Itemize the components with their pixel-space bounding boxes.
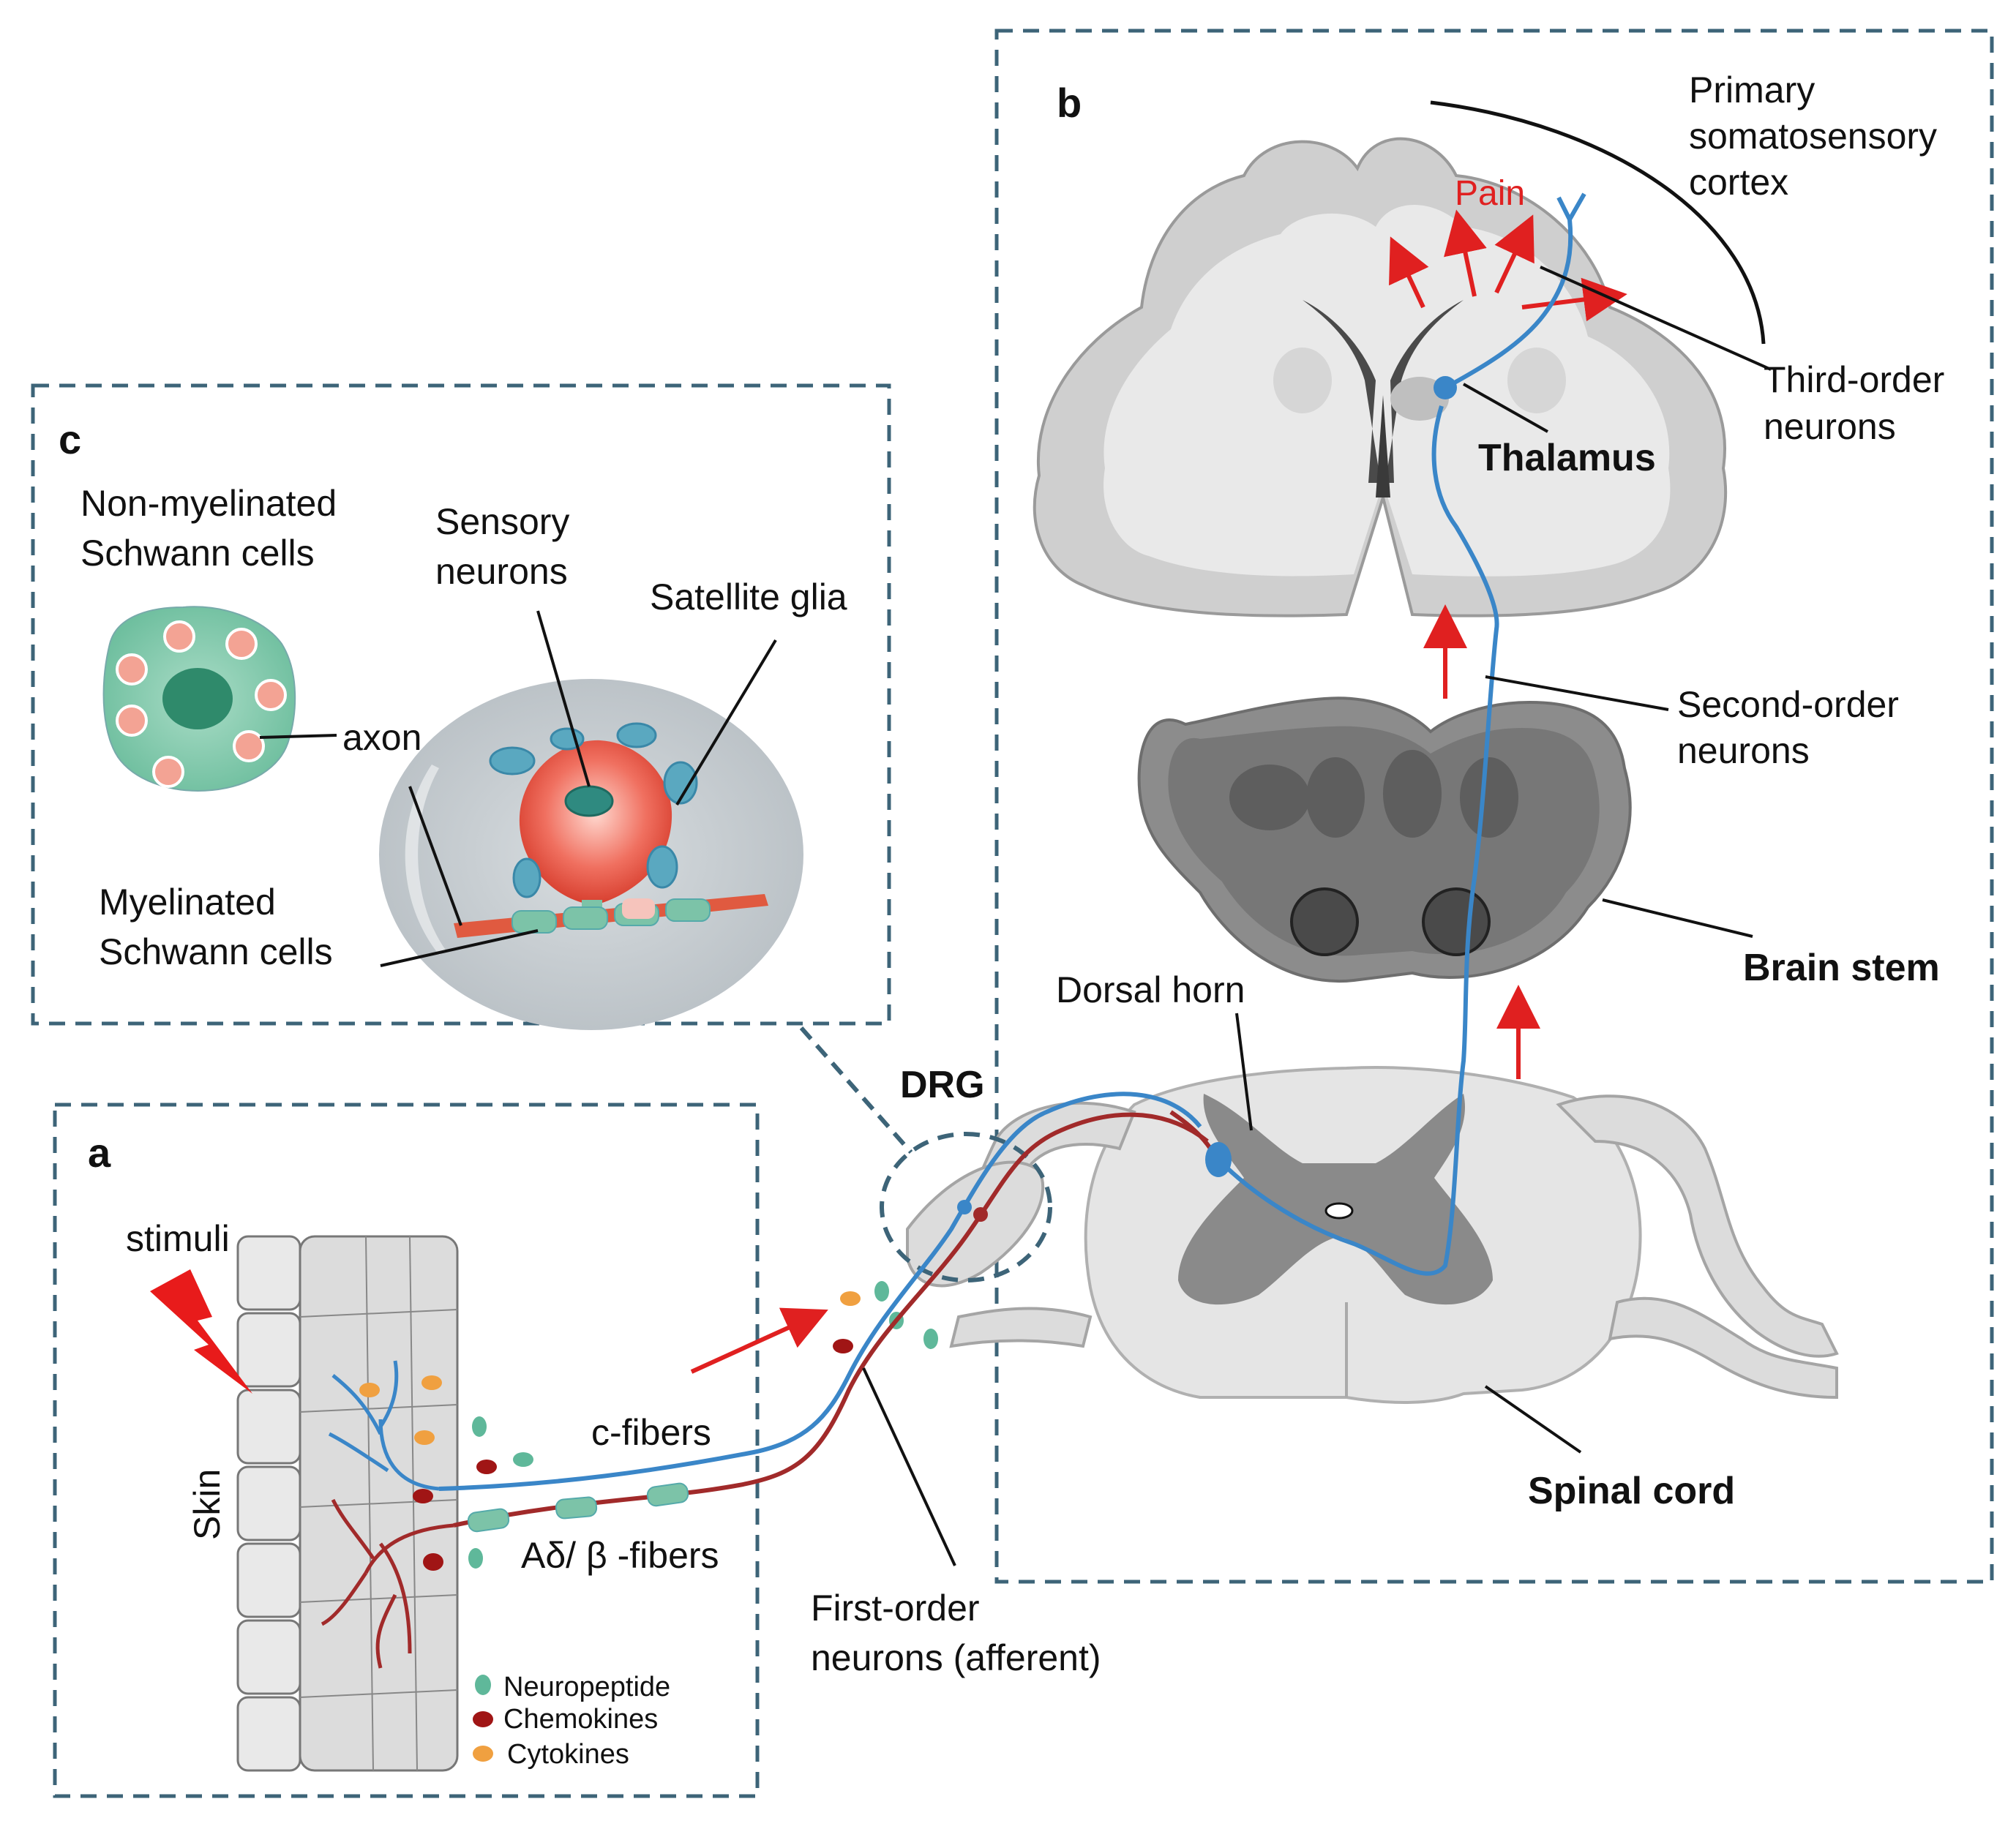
- pain-label: Pain: [1455, 174, 1525, 213]
- thalamus-pointer: [1463, 383, 1548, 433]
- sensory-label-2: neurons: [435, 551, 568, 592]
- sensory-label-1: Sensory: [435, 501, 569, 542]
- ascending-arrows: [1423, 604, 1540, 1079]
- first-order-pointer: [862, 1367, 956, 1566]
- a-fibers-label: Aδ/ β -fibers: [521, 1535, 719, 1576]
- third-order-label-1: Third-order: [1764, 359, 1944, 400]
- axon-label: axon: [342, 717, 421, 758]
- myelinated-label-2: Schwann cells: [99, 931, 333, 972]
- brain-section: [1033, 137, 1728, 617]
- third-order-neuron: [1444, 192, 1586, 390]
- skin-tissue: [236, 1235, 459, 1772]
- dorsal-horn-label: Dorsal horn: [1056, 969, 1245, 1010]
- drg-zoom-disc: [379, 679, 803, 1030]
- axon-disc-pointer: [408, 786, 462, 926]
- satellite-pointer: [675, 639, 777, 806]
- panel-b-frame: [994, 29, 1994, 1584]
- cortex-label-2: somatosensory: [1689, 116, 1937, 157]
- spinal-cord-shape: [1084, 1066, 1642, 1404]
- satellite-label: Satellite glia: [650, 577, 847, 617]
- nonmyelinated-label-2: Schwann cells: [80, 533, 315, 574]
- stimuli-lightning-icon: [150, 1269, 252, 1394]
- mediator-arrow: [690, 1307, 828, 1374]
- third-order-label-2: neurons: [1764, 406, 1896, 447]
- c-fiber-branches: [328, 1360, 440, 1491]
- dorsal-horn-pointer: [1235, 1013, 1253, 1131]
- drg-soma-blue: [957, 1200, 972, 1214]
- second-order-pointer: [1485, 675, 1669, 711]
- cortex-arc: [1430, 100, 1766, 345]
- second-order-soma: [1205, 1142, 1232, 1177]
- second-order-label-2: neurons: [1677, 730, 1810, 771]
- spinal-nerves: [942, 1094, 1839, 1400]
- legend-chemokines: Chemokines: [503, 1704, 658, 1735]
- first-order-label-2: neurons (afferent): [811, 1637, 1101, 1678]
- first-order-label-1: First-order: [811, 1588, 980, 1629]
- drg-connector: [799, 1026, 913, 1154]
- myelinated-pointer: [380, 929, 539, 967]
- legend-neuropeptide: Neuropeptide: [503, 1672, 670, 1702]
- spinal-cord-label: Spinal cord: [1528, 1470, 1735, 1512]
- a-fiber-branches: [321, 1498, 454, 1669]
- drg-circle: [880, 1132, 1052, 1282]
- thalamus-soma: [1434, 376, 1457, 399]
- panel-b-letter: b: [1057, 80, 1082, 126]
- drg-soma-red: [973, 1207, 988, 1222]
- stimuli-label: stimuli: [126, 1218, 230, 1259]
- third-order-pointer1: [1540, 266, 1772, 371]
- legend-swatch-neuropeptide: [475, 1675, 491, 1695]
- nonmyelinated-schwann-cell: [102, 606, 296, 792]
- myelinated-label-1: Myelinated: [99, 882, 276, 923]
- legend-swatch-chemokines: [473, 1711, 493, 1727]
- brain-stem-shape: [1137, 696, 1632, 983]
- panel-a-letter: a: [88, 1130, 111, 1176]
- pain-arrows: [1389, 209, 1627, 322]
- legend-swatch-cytokines: [473, 1746, 493, 1762]
- spinal-cord-pointer: [1484, 1385, 1582, 1454]
- panel-a-frame: [53, 1103, 760, 1798]
- sensory-pointer: [536, 610, 591, 787]
- brain-stem-label: Brain stem: [1743, 947, 1940, 989]
- cortex-label-3: cortex: [1689, 162, 1788, 203]
- second-order-neuron: [1216, 405, 1499, 1276]
- skin-label: Skin: [187, 1469, 228, 1540]
- panel-c-letter: c: [59, 416, 81, 462]
- c-fiber-main: [438, 1092, 1202, 1491]
- second-order-label-1: Second-order: [1677, 684, 1899, 725]
- drg-label: DRG: [900, 1064, 985, 1106]
- c-fibers-label: c-fibers: [591, 1412, 711, 1453]
- thalamus-label: Thalamus: [1478, 437, 1656, 479]
- legend-cytokines: Cytokines: [507, 1739, 629, 1770]
- cortex-label-1: Primary: [1689, 70, 1815, 110]
- mediators-skin: [359, 1375, 533, 1571]
- myelinated-segments: [467, 1482, 689, 1533]
- panel-c-frame: [31, 383, 891, 1026]
- axon-pointer: [259, 734, 337, 739]
- nonmyelinated-label-1: Non-myelinated: [80, 483, 337, 524]
- legend: Neuropeptide Chemokines Cytokines: [473, 1672, 670, 1770]
- brain-stem-pointer: [1602, 898, 1753, 938]
